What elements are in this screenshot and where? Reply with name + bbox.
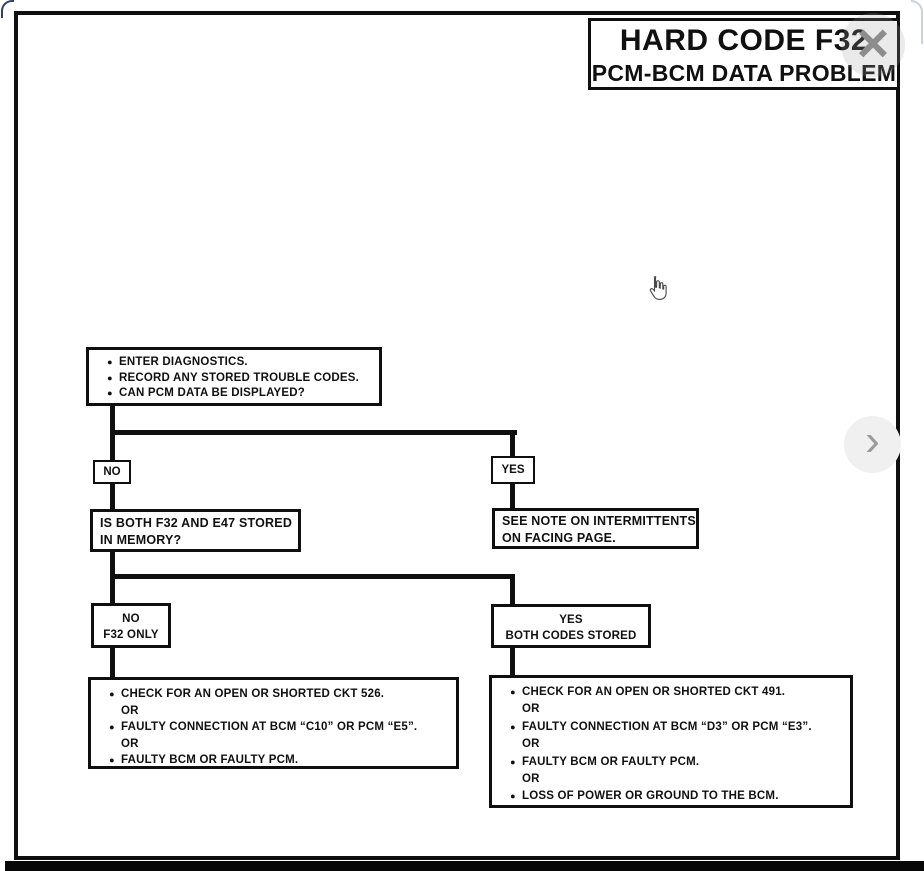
chevron-right-icon: ›	[865, 415, 880, 465]
list-item: ● CHECK FOR AN OPEN OR SHORTED CKT 491.	[504, 684, 848, 701]
list-item-text: CHECK FOR AN OPEN OR SHORTED CKT 491.	[522, 686, 786, 698]
diagram-title-box: HARD CODE F32 PCM-BCM DATA PROBLEM	[588, 18, 900, 90]
list-item-text: RECORD ANY STORED TROUBLE CODES.	[119, 371, 360, 384]
flowchart-branch-yes-node: YES BOTH CODES STORED	[491, 604, 651, 648]
list-item-text: OR	[522, 773, 540, 786]
page-subtitle: PCM-BCM DATA PROBLEM	[591, 60, 897, 86]
list-item-text: OR	[121, 704, 139, 717]
list-item: ● FAULTY BCM OR FAULTY PCM.	[103, 752, 454, 769]
branch-line: F32 ONLY	[103, 629, 159, 641]
bullet-icon: ●	[510, 756, 516, 767]
branch-line: YES	[559, 614, 583, 626]
close-icon: ×	[856, 11, 890, 74]
list-item: ● FAULTY CONNECTION AT BCM “C10” OR PCM …	[103, 719, 454, 736]
list-item: OR	[504, 771, 848, 788]
connector-line	[110, 430, 115, 461]
flowchart-note-node: SEE NOTE ON INTERMITTENTS ON FACING PAGE…	[492, 508, 699, 549]
bullet-icon: ●	[109, 689, 115, 699]
list-item: ● CAN PCM DATA BE DISPLAYED?	[101, 386, 375, 402]
bottom-bar	[5, 861, 924, 871]
card-rounded-corner-right	[911, 0, 923, 44]
list-item-text: FAULTY BCM OR FAULTY PCM.	[121, 754, 299, 767]
list-item-text: OR	[522, 738, 540, 751]
list-item-text: CAN PCM DATA BE DISPLAYED?	[119, 387, 306, 399]
bullet-icon: ●	[510, 791, 516, 802]
flowchart-result-left-node: ● CHECK FOR AN OPEN OR SHORTED CKT 526. …	[88, 677, 459, 769]
flowchart-branch-no-node: NO F32 ONLY	[91, 603, 171, 648]
note-line: ON FACING PAGE.	[502, 531, 616, 545]
card-rounded-corner-left	[1, 0, 14, 18]
connector-line	[110, 646, 115, 678]
list-item: OR	[103, 703, 454, 720]
page-title: HARD CODE F32	[619, 24, 869, 57]
question-line: IS BOTH F32 AND E47 STORED	[100, 516, 293, 530]
close-button[interactable]: ×	[841, 13, 905, 77]
list-item: OR	[504, 701, 848, 718]
list-item-text: FAULTY CONNECTION AT BCM “C10” OR PCM “E…	[121, 721, 418, 734]
flowchart-start-node: ● ENTER DIAGNOSTICS. ● RECORD ANY STORED…	[86, 347, 382, 406]
connector-line	[510, 574, 515, 606]
list-item-text: FAULTY CONNECTION AT BCM “D3” OR PCM “E3…	[522, 720, 812, 733]
bullet-icon: ●	[109, 755, 115, 766]
list-item-text: OR	[522, 703, 540, 716]
bullet-icon: ●	[107, 388, 113, 398]
list-item: OR	[504, 736, 848, 753]
list-item-text: LOSS OF POWER OR GROUND TO THE BCM.	[522, 790, 779, 803]
flowchart-yes-label: YES	[491, 456, 535, 484]
connector-line	[110, 430, 517, 435]
branch-line: BOTH CODES STORED	[505, 630, 637, 642]
list-item: ● CHECK FOR AN OPEN OR SHORTED CKT 526.	[103, 686, 454, 703]
connector-line	[510, 482, 515, 509]
bullet-icon: ●	[107, 357, 113, 367]
list-item: ● RECORD ANY STORED TROUBLE CODES.	[101, 371, 375, 387]
flowchart-result-right-node: ● CHECK FOR AN OPEN OR SHORTED CKT 491. …	[489, 675, 853, 808]
bullet-icon: ●	[510, 687, 516, 697]
list-item-text: CHECK FOR AN OPEN OR SHORTED CKT 526.	[121, 688, 385, 700]
connector-line	[110, 574, 515, 579]
next-page-button[interactable]: ›	[844, 416, 901, 473]
list-item: OR	[103, 736, 454, 753]
bullet-icon: ●	[109, 722, 115, 733]
list-item: ● FAULTY BCM OR FAULTY PCM.	[504, 754, 848, 771]
connector-line	[510, 430, 515, 457]
list-item: ● LOSS OF POWER OR GROUND TO THE BCM.	[504, 788, 848, 805]
branch-line: NO	[122, 613, 140, 625]
list-item-text: FAULTY BCM OR FAULTY PCM.	[522, 755, 700, 768]
note-line: SEE NOTE ON INTERMITTENTS	[502, 514, 696, 528]
list-item-text: OR	[121, 737, 139, 750]
bullet-icon: ●	[107, 372, 113, 383]
question-line: IN MEMORY?	[100, 533, 182, 547]
hand-pointer-cursor	[649, 276, 667, 301]
connector-line	[510, 646, 515, 676]
connector-line	[110, 405, 115, 435]
list-item-text: ENTER DIAGNOSTICS.	[119, 356, 248, 368]
list-item: ● FAULTY CONNECTION AT BCM “D3” OR PCM “…	[504, 719, 848, 736]
list-item: ● ENTER DIAGNOSTICS.	[101, 355, 375, 371]
bullet-icon: ●	[510, 721, 516, 732]
connector-line	[110, 482, 115, 510]
flowchart-question-node: IS BOTH F32 AND E47 STORED IN MEMORY?	[90, 509, 301, 552]
flowchart-no-label: NO	[93, 460, 131, 484]
